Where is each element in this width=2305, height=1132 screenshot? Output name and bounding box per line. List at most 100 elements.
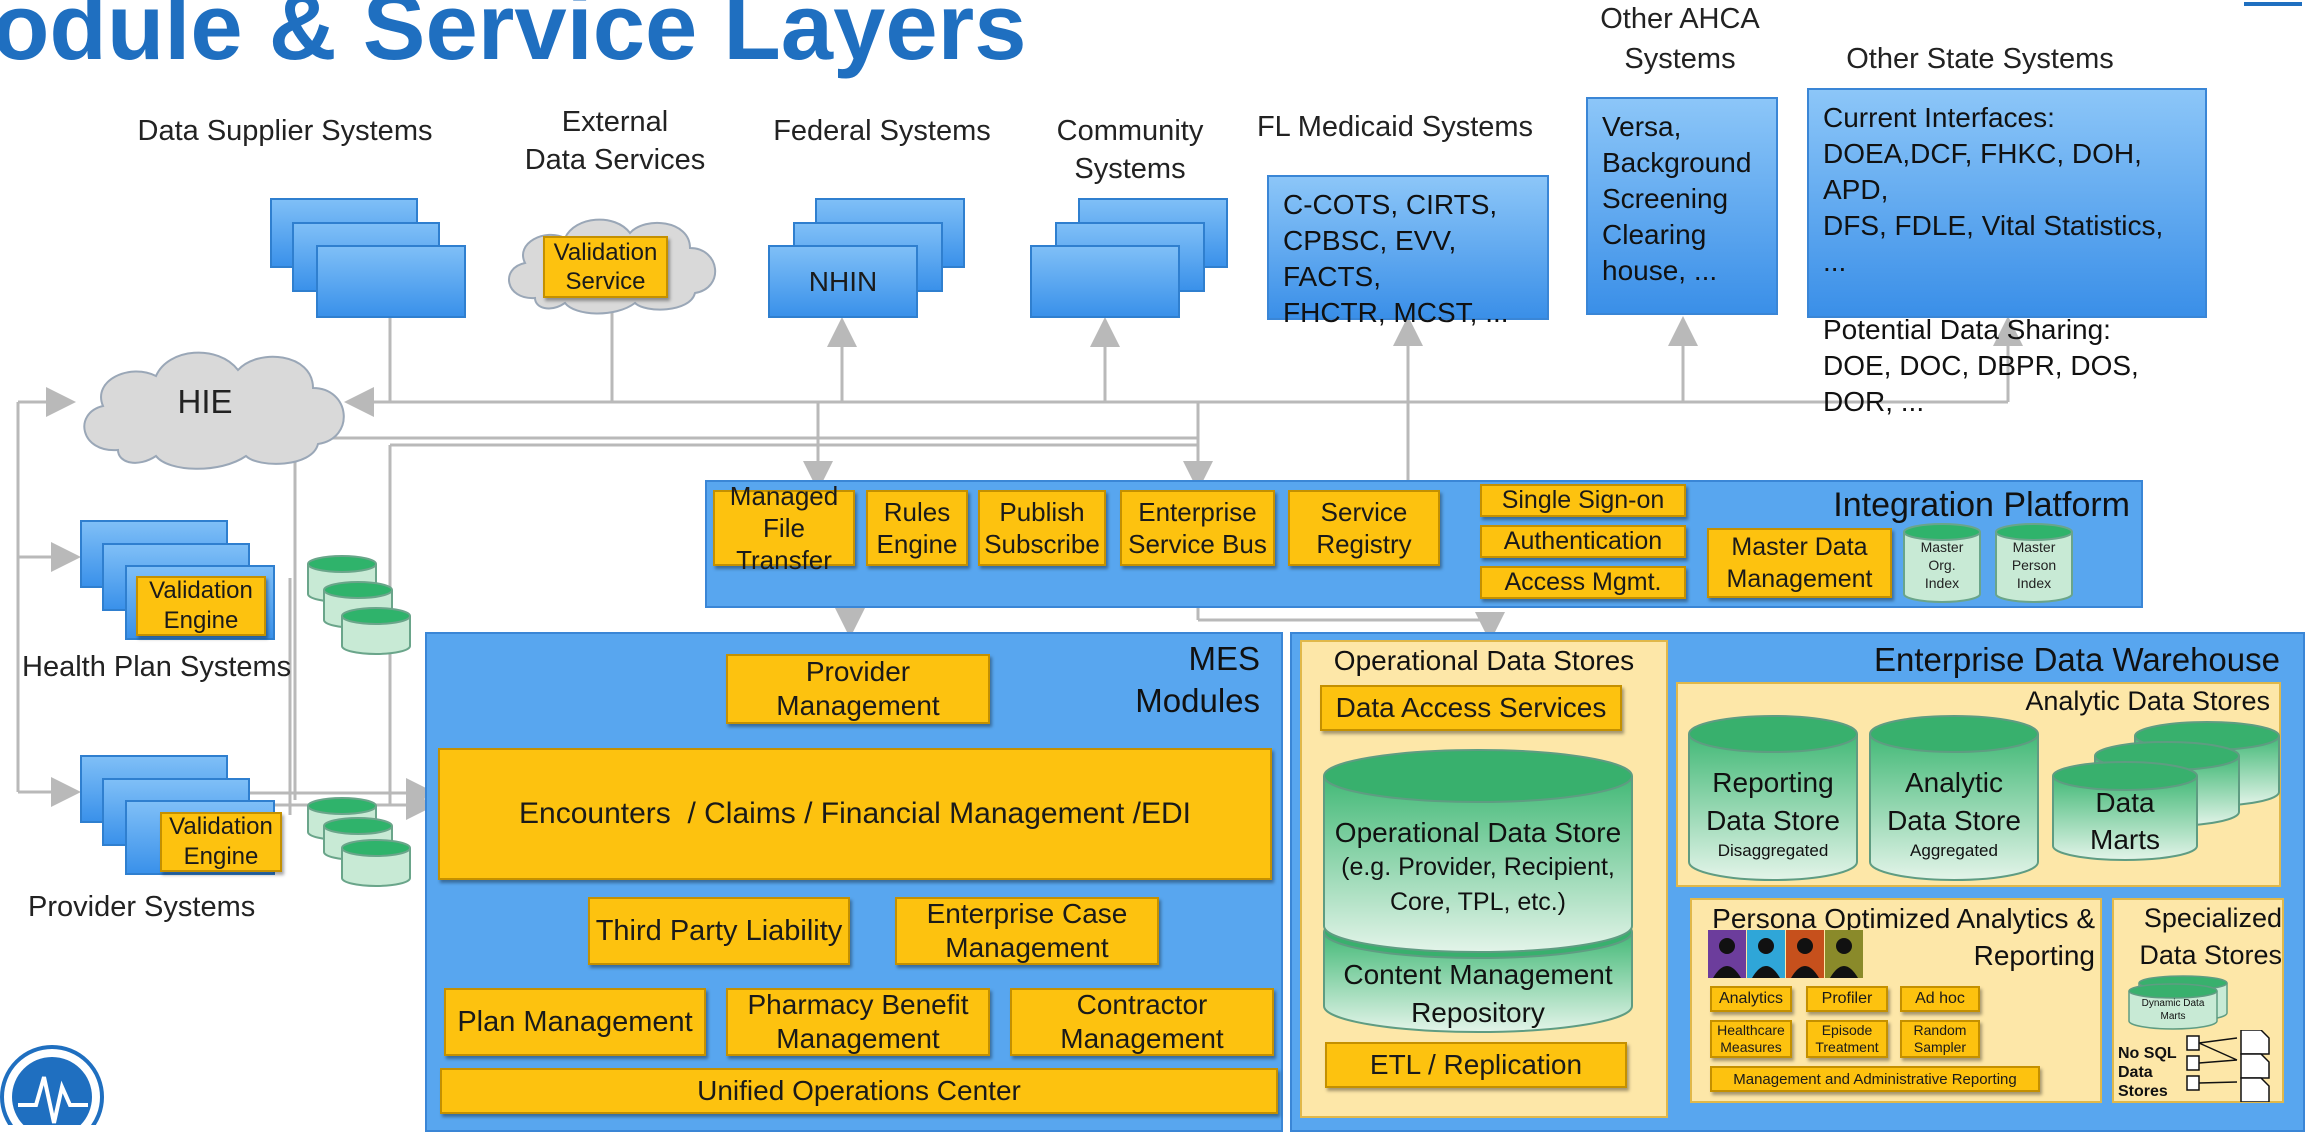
fl-medicaid-box: C-COTS, CIRTS, CPBSC, EVV, FACTS, FHCTR,…: [1267, 175, 1549, 328]
esb-l2: Service Bus: [1128, 529, 1267, 559]
other-ahca-line-2: Background: [1602, 147, 1752, 178]
other-state-line-1: Current Interfaces:: [1823, 102, 2055, 133]
master-data-management[interactable]: Master Data Management: [1707, 528, 1892, 598]
pharmacy-l1: Pharmacy Benefit: [747, 989, 969, 1020]
reporting-ds-label: Reporting Data Store Disaggregated: [1689, 764, 1857, 862]
dynamic-marts-l2: Marts: [2160, 1011, 2186, 1022]
master-person-index-label: Master Person Index: [1996, 538, 2072, 592]
ahca-logo-icon: [0, 1045, 104, 1125]
esb-l1: Enterprise: [1138, 497, 1257, 527]
registry-l1: Service: [1320, 497, 1408, 527]
validation-service-l1: Validation: [553, 239, 658, 266]
contractor-l2: Management: [1060, 1023, 1224, 1054]
health-plan-label: Health Plan Systems: [22, 651, 292, 683]
access-label: Access Mgmt.: [1504, 568, 1662, 596]
ods-cylinder-label: Operational Data Store (e.g. Provider, R…: [1318, 815, 1638, 920]
publish-subscribe[interactable]: Publish Subscribe: [978, 490, 1106, 566]
other-state-label: Other State Systems: [1846, 43, 2114, 75]
enterprise-case-management[interactable]: Enterprise Case Management: [895, 897, 1159, 965]
etl-replication[interactable]: ETL / Replication: [1325, 1042, 1627, 1088]
page-title: odule & Service Layers: [0, 0, 1027, 79]
validation-service-l2: Service: [565, 268, 646, 295]
registry-l2: Registry: [1316, 529, 1412, 559]
tpl-label: Third Party Liability: [595, 914, 843, 947]
dynamic-marts-icon: [2128, 975, 2228, 1030]
managed-l2: File Transfer: [736, 513, 832, 575]
other-state-line-3: DFS, FDLE, Vital Statistics, ...: [1823, 210, 2164, 277]
publish-l2: Subscribe: [984, 529, 1100, 559]
access-mgmt[interactable]: Access Mgmt.: [1480, 566, 1686, 599]
mes-title: MES Modules: [1080, 638, 1260, 722]
nosql-l1: No SQL: [2118, 1045, 2177, 1062]
persona-profiler[interactable]: Profiler: [1806, 986, 1888, 1012]
provider-validation-engine: Validation Engine: [160, 812, 282, 872]
plan-label: Plan Management: [457, 1005, 693, 1038]
unified-operations-center[interactable]: Unified Operations Center: [440, 1068, 1278, 1114]
ads-cylinders-icon: [1688, 715, 2280, 881]
persona-profiler-label: Profiler: [1821, 990, 1873, 1007]
mdm-l1: Master Data: [1731, 533, 1868, 561]
plan-management[interactable]: Plan Management: [444, 988, 706, 1056]
encounters-label: Encounters / Claims / Financial Manageme…: [519, 797, 1191, 830]
health-plan-validation-l2: Engine: [163, 607, 239, 634]
data-supplier-stack-3: [316, 245, 466, 318]
etl-label: ETL / Replication: [1369, 1049, 1583, 1080]
ods-cyl-l3: Core, TPL, etc.): [1390, 888, 1566, 916]
rules-l2: Engine: [876, 529, 958, 559]
persona-episode-treatment[interactable]: Episode Treatment: [1806, 1020, 1888, 1058]
provider-mgmt-l2: Management: [776, 690, 940, 721]
data-supplier-label: Data Supplier Systems: [137, 115, 433, 147]
other-ahca-line-5: house, ...: [1602, 255, 1718, 286]
nhin-label: NHIN: [808, 265, 878, 297]
mgmt-reporting-label: Management and Administrative Reporting: [1733, 1070, 2017, 1088]
community-label-1: Community: [1056, 115, 1204, 147]
data-marts-label: Data Marts: [2053, 784, 2197, 858]
encounters-claims[interactable]: Encounters / Claims / Financial Manageme…: [438, 748, 1272, 880]
persona-healthcare-measures[interactable]: Healthcare Measures: [1710, 1020, 1792, 1058]
persona-analytics[interactable]: Analytics: [1710, 986, 1792, 1012]
persona-et-label: Episode Treatment: [1815, 1022, 1879, 1055]
other-state-line-6: DOE, DOC, DBPR, DOS, DOR, ...: [1823, 350, 2139, 417]
rules-engine[interactable]: Rules Engine: [866, 490, 968, 566]
authentication[interactable]: Authentication: [1480, 525, 1686, 558]
other-state-box: Current Interfaces: DOEA,DCF, FHKC, DOH,…: [1807, 88, 2207, 417]
third-party-liability[interactable]: Third Party Liability: [588, 897, 850, 965]
health-plan-validation-l1: Validation: [149, 577, 253, 604]
specialized-title: Specialized Data Stores: [2112, 900, 2282, 974]
data-marts-l1: Data: [2095, 787, 2155, 818]
fl-medicaid-line-1: C-COTS, CIRTS,: [1283, 189, 1498, 220]
management-admin-reporting[interactable]: Management and Administrative Reporting: [1710, 1066, 2040, 1092]
provider-management[interactable]: Provider Management: [726, 654, 990, 724]
master-person-l3: Index: [2016, 575, 2052, 591]
persona-l2: Reporting: [1973, 940, 2095, 971]
ods-cylinder-icon: [1323, 749, 1633, 1033]
nosql-l3: Stores: [2118, 1083, 2168, 1100]
persona-rs-label: Random Sampler: [1913, 1022, 1967, 1055]
persona-hm-label: Healthcare Measures: [1717, 1022, 1785, 1055]
dynamic-marts-label: Dynamic Data Marts: [2129, 997, 2217, 1023]
data-access-services[interactable]: Data Access Services: [1320, 685, 1622, 731]
ecm-l1: Enterprise Case: [926, 898, 1128, 929]
analytic-ds-l1: Analytic: [1904, 767, 2004, 798]
community-label-2: Systems: [1074, 153, 1186, 185]
contractor-management[interactable]: Contractor Management: [1010, 988, 1274, 1056]
master-org-index-label: Master Org. Index: [1904, 538, 1980, 592]
nosql-label: No SQL Data Stores: [2118, 1044, 2188, 1101]
other-ahca-label-2: Systems: [1624, 43, 1736, 75]
fl-medicaid-line-3: FHCTR, MCST, ...: [1283, 297, 1509, 328]
mdm-l2: Management: [1726, 565, 1873, 593]
pharmacy-benefit-management[interactable]: Pharmacy Benefit Management: [726, 988, 990, 1056]
service-registry[interactable]: Service Registry: [1288, 490, 1440, 566]
health-plan-db-icon: [307, 555, 411, 655]
persona-random-sampler[interactable]: Random Sampler: [1900, 1020, 1980, 1058]
other-ahca-label-1: Other AHCA: [1600, 3, 1760, 35]
uoc-label: Unified Operations Center: [697, 1075, 1021, 1106]
ods-cyl-l2: (e.g. Provider, Recipient,: [1341, 853, 1615, 881]
persona-adhoc[interactable]: Ad hoc: [1900, 986, 1980, 1012]
single-sign-on[interactable]: Single Sign-on: [1480, 484, 1686, 517]
das-label: Data Access Services: [1335, 692, 1607, 723]
nosql-l2: Data: [2118, 1064, 2153, 1081]
managed-file-transfer[interactable]: Managed File Transfer: [713, 481, 855, 575]
auth-label: Authentication: [1503, 527, 1663, 555]
enterprise-service-bus[interactable]: Enterprise Service Bus: [1120, 490, 1275, 566]
